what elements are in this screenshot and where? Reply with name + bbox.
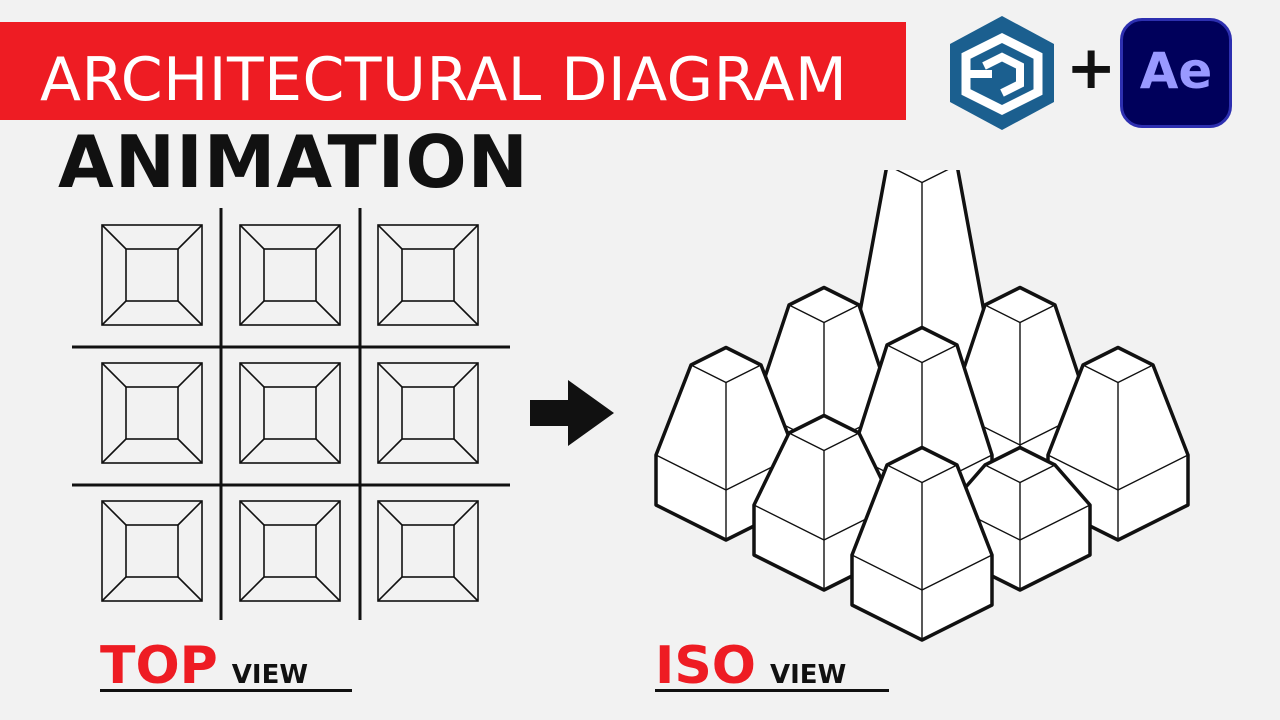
iso-block (1046, 345, 1190, 542)
top-view-block-plan (239, 224, 341, 326)
top-view-label-sub: VIEW (231, 660, 309, 690)
plus-sign: + (1066, 33, 1117, 103)
iso-block (850, 445, 994, 642)
top-view-label-main: TOP (100, 636, 218, 696)
after-effects-logo-icon: Ae (1120, 18, 1232, 128)
iso-view-label-sub: VIEW (770, 660, 847, 690)
page-title: ARCHITECTURAL DIAGRAM (40, 45, 848, 115)
arrow-right-icon (530, 380, 614, 446)
top-view-block-plan (101, 224, 203, 326)
top-view-underline (100, 689, 352, 692)
top-view-block-plan (377, 362, 479, 464)
top-view-block-plan (239, 362, 341, 464)
iso-view-underline (655, 689, 889, 692)
iso-view-diagram (654, 170, 1190, 642)
page-subtitle: ANIMATION (58, 120, 529, 204)
iso-view-label-main: ISO (655, 636, 757, 696)
after-effects-logo-text: Ae (1139, 42, 1213, 100)
top-view-block-plan (101, 362, 203, 464)
top-view-block-plan (377, 500, 479, 602)
top-view-block-plan (377, 224, 479, 326)
title-banner: ARCHITECTURAL DIAGRAM (0, 22, 906, 120)
sketchup-logo-icon (950, 16, 1054, 130)
top-view-diagram (72, 208, 510, 620)
top-view-block-plan (101, 500, 203, 602)
top-view-block-plan (239, 500, 341, 602)
